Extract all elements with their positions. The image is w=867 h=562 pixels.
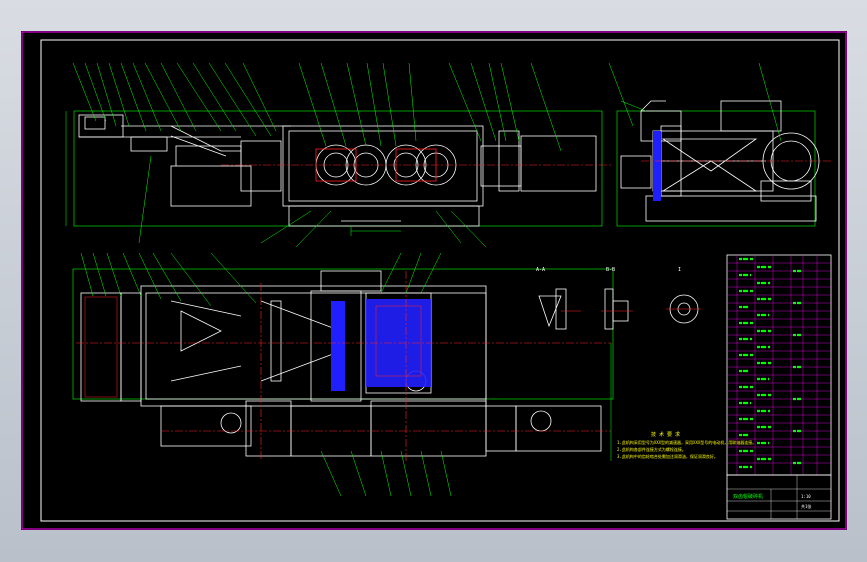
side-leaders	[608, 62, 782, 142]
title-block-title: 双齿辊破碎机	[733, 493, 763, 500]
plan-leaders	[80, 252, 452, 497]
front-leaders	[72, 62, 562, 248]
title-block-sheet: 共1张	[801, 503, 811, 509]
roll-right-inner	[375, 305, 422, 377]
outer-border	[21, 31, 847, 530]
gear-highlight-right	[395, 148, 437, 182]
note-line-2: 2.此机构各部件连接方式为螺栓连接。	[617, 446, 686, 452]
front-view	[73, 110, 603, 227]
note-line-3: 3.此机构中的齿轮啮合处需加注润滑油，保证润滑良好。	[617, 453, 718, 459]
title-block: 双齿辊破碎机 1:10 共1张	[726, 474, 832, 520]
notes-title: 技 术 要 求	[651, 431, 680, 438]
drawing-sheet: A-A B-B I 技 术 要 求 1.此机构采用型号为XXX型的减速器，采用X…	[21, 31, 847, 530]
side-plate-blue	[653, 131, 661, 201]
cad-drawing: A-A B-B I 技 术 要 求 1.此机构采用型号为XXX型的减速器，采用X…	[21, 31, 847, 530]
inner-border	[40, 39, 840, 522]
section-label-i: I	[678, 267, 681, 273]
gear-highlight-left	[315, 148, 357, 182]
section-label-b: B-B	[606, 267, 615, 273]
title-block-scale: 1:10	[801, 494, 811, 499]
roll-left-blue	[331, 301, 345, 391]
note-line-1: 1.此机构采用型号为XXX型的减速器，采用XXX型号的电动机，用联轴器连接。	[617, 439, 756, 445]
front-dim-lines	[65, 111, 401, 236]
parts-list	[726, 254, 832, 476]
side-view	[616, 100, 820, 227]
section-label-a: A-A	[536, 267, 545, 273]
